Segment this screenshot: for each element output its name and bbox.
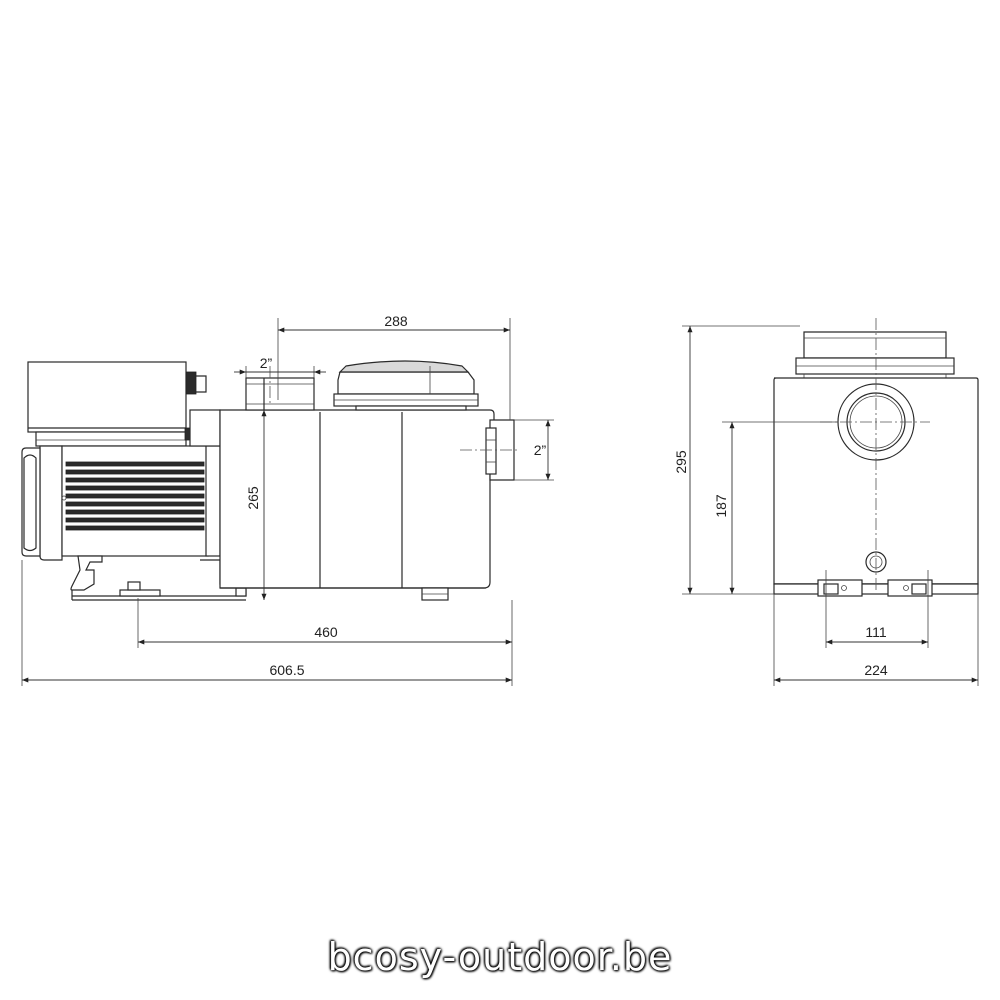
dim-label-224: 224 xyxy=(864,662,888,678)
dim-label-outlet: 2” xyxy=(534,442,547,458)
dim-label-460: 460 xyxy=(314,624,338,640)
dim-label-295: 295 xyxy=(673,450,689,474)
pump-housing xyxy=(219,409,495,601)
dim-label-265: 265 xyxy=(245,486,261,510)
dimension-outlet-2in: 2” xyxy=(514,419,554,481)
dimension-606-5: 606.5 xyxy=(21,560,513,686)
dimension-inlet-2in: 2” xyxy=(234,355,326,378)
dimension-111: 111 xyxy=(825,570,929,648)
strainer-lid xyxy=(333,360,479,411)
side-view: 288 2” 2” 265 460 xyxy=(21,313,554,686)
watermark: bcosy-outdoor.be xyxy=(327,935,673,979)
motor xyxy=(21,409,221,561)
dim-label-606-5: 606.5 xyxy=(269,662,304,678)
motor-cooling-fins xyxy=(65,461,205,531)
dim-label-inlet: 2” xyxy=(260,355,273,371)
front-feet xyxy=(817,579,933,597)
dimension-288: 288 xyxy=(277,313,511,420)
control-box xyxy=(27,361,207,447)
inlet-pipe xyxy=(245,377,315,411)
front-view: 295 187 111 224 xyxy=(673,318,979,686)
dimension-295: 295 xyxy=(673,325,800,595)
dimension-187: 187 xyxy=(713,421,838,594)
dimension-265: 265 xyxy=(245,410,267,600)
dim-label-288: 288 xyxy=(384,313,408,329)
dim-label-111: 111 xyxy=(865,624,886,640)
dimension-460: 460 xyxy=(137,598,513,648)
front-strainer-lid xyxy=(795,331,955,378)
dimension-224: 224 xyxy=(773,594,979,686)
dim-label-187: 187 xyxy=(713,494,729,518)
